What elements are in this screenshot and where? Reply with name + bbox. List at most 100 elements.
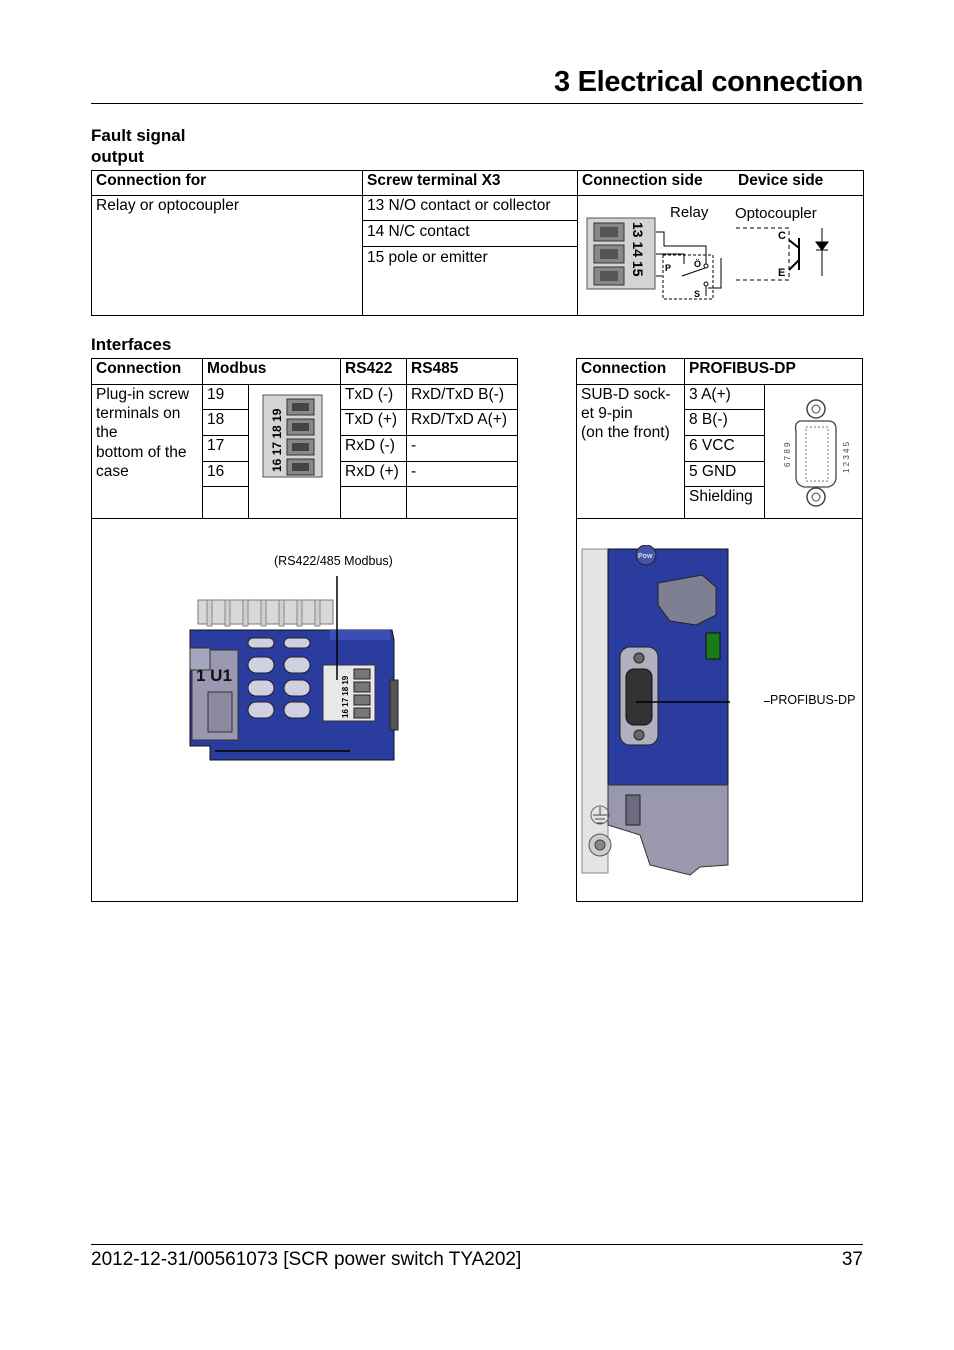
table-rule (91, 384, 518, 385)
table-rule (340, 461, 518, 462)
vent-holes (247, 637, 311, 719)
heat-sink-fins (206, 599, 321, 627)
profibus-device-figure: Pow (581, 545, 730, 876)
cell-profibus-pin: 8 B(-) (689, 411, 728, 428)
col-header-modbus: Modbus (207, 360, 267, 377)
power-label: Pow (638, 553, 653, 560)
relay-label: Relay (670, 204, 709, 221)
col-header-rs485: RS485 (411, 360, 459, 377)
device-terminal-numbers: 16 17 18 19 (341, 675, 350, 718)
terminal-slot (600, 227, 618, 237)
profibus-figure-caption: PROFIBUS-DP (770, 693, 856, 707)
table-rule (684, 358, 685, 518)
section-title-fault-signal: Fault signal output (91, 125, 185, 167)
col-header-profibus: PROFIBUS-DP (689, 360, 796, 377)
table-rule (576, 518, 863, 519)
device-top-edge (330, 630, 390, 640)
relay-wiring (656, 231, 707, 277)
cell-modbus-pin: 18 (207, 411, 225, 428)
table-rule (91, 518, 518, 519)
footer-doc-id: 2012-12-31/00561073 [SCR power switch TY… (91, 1249, 522, 1270)
cell-connection-line: et 9-pin (581, 405, 633, 422)
device-side-bracket (389, 679, 399, 731)
cell-connection-for: Relay or optocoupler (96, 197, 240, 214)
footer-page-number: 37 (841, 1249, 863, 1270)
col-header-connection: Connection (581, 360, 667, 377)
device-latch (657, 574, 717, 626)
cell-terminal-15: 15 pole or emitter (367, 249, 488, 266)
cell-terminal-14: 14 N/C contact (367, 223, 470, 240)
device-lower-clip (625, 794, 641, 826)
table-rule (576, 384, 863, 385)
subd-screw (633, 652, 645, 664)
cell-rs485: RxD/TxD A(+) (411, 411, 508, 428)
table-rule (340, 435, 518, 436)
modbus-figure-caption: (RS422/485 Modbus) (274, 554, 393, 568)
relay-dashed-box (662, 254, 714, 300)
cell-connection-line: case (96, 463, 129, 480)
relay-s-label: S (694, 289, 700, 299)
transistor-symbol (788, 238, 800, 271)
cell-profibus-pin: 6 VCC (689, 437, 735, 454)
table-rule (91, 195, 864, 196)
col-header-rs422: RS422 (345, 360, 393, 377)
interfaces-profibus-table (576, 358, 863, 902)
table-rule (684, 435, 764, 436)
fault-signal-diagram: 13 14 15 Relay P Ö S Optocoupler C E (586, 204, 829, 300)
terminal-slot (600, 249, 618, 259)
optocoupler-e-label: E (778, 267, 785, 279)
table-rule (684, 486, 764, 487)
table-rule (340, 358, 341, 518)
cell-profibus-pin: Shielding (689, 488, 753, 505)
col-header-device-side: Device side (738, 172, 824, 189)
subd-pins-left: 6 7 8 9 (783, 442, 792, 467)
status-led (705, 632, 721, 660)
chapter-title: 3 Electrical connection (554, 66, 863, 98)
table-rule (202, 486, 248, 487)
device-terminal-screws (353, 668, 371, 719)
header-rule (91, 103, 863, 104)
col-header-connection-side: Connection side (582, 172, 703, 189)
table-rule (577, 170, 578, 316)
subd-pins-right: 1 2 3 4 5 (842, 441, 851, 473)
modbus-terminal-numbers: 16 17 18 19 (270, 408, 284, 472)
footer-rule (91, 1244, 863, 1245)
table-rule (684, 409, 764, 410)
relay-o-label: Ö (694, 259, 701, 269)
cell-connection-line: bottom of the (96, 444, 187, 461)
optocoupler-c-label: C (778, 230, 786, 242)
relay-contact (703, 263, 709, 269)
cell-connection-line: (on the front) (581, 424, 670, 441)
cell-rs422: RxD (-) (345, 437, 395, 454)
relay-contact (703, 281, 709, 287)
device-side-panel (581, 548, 609, 874)
ground-symbol-icon (590, 805, 610, 825)
cell-connection-line: terminals on (96, 405, 181, 422)
subd-connector-drawing: 6 7 8 9 1 2 3 4 5 (783, 399, 851, 507)
cell-modbus-pin: 16 (207, 463, 225, 480)
table-rule (202, 461, 248, 462)
optocoupler-dashed-wiring (736, 227, 790, 281)
terminal-slot (600, 271, 618, 281)
col-header-connection: Connection (96, 360, 182, 377)
terminal-numbers-label: 13 14 15 (630, 222, 646, 277)
subd-socket (625, 668, 653, 726)
table-rule (202, 409, 248, 410)
cell-profibus-pin: 3 A(+) (689, 386, 731, 403)
table-rule (202, 358, 203, 518)
cell-rs485: RxD/TxD B(-) (411, 386, 504, 403)
col-header-screw-terminal: Screw terminal X3 (367, 172, 501, 189)
cell-rs422: TxD (-) (345, 386, 394, 403)
table-rule (340, 486, 518, 487)
fault-signal-table (91, 170, 864, 316)
section-title-interfaces: Interfaces (91, 335, 172, 354)
cell-rs422: TxD (+) (345, 411, 398, 428)
section-title-line-2: output (91, 147, 144, 166)
u1-terminal-clamp (207, 691, 233, 733)
cell-terminal-13: 13 N/O contact or collector (367, 197, 551, 214)
table-rule (764, 384, 765, 518)
cell-rs485: - (411, 437, 417, 454)
cell-profibus-pin: 5 GND (689, 463, 737, 480)
table-rule (684, 461, 764, 462)
table-rule (202, 435, 248, 436)
